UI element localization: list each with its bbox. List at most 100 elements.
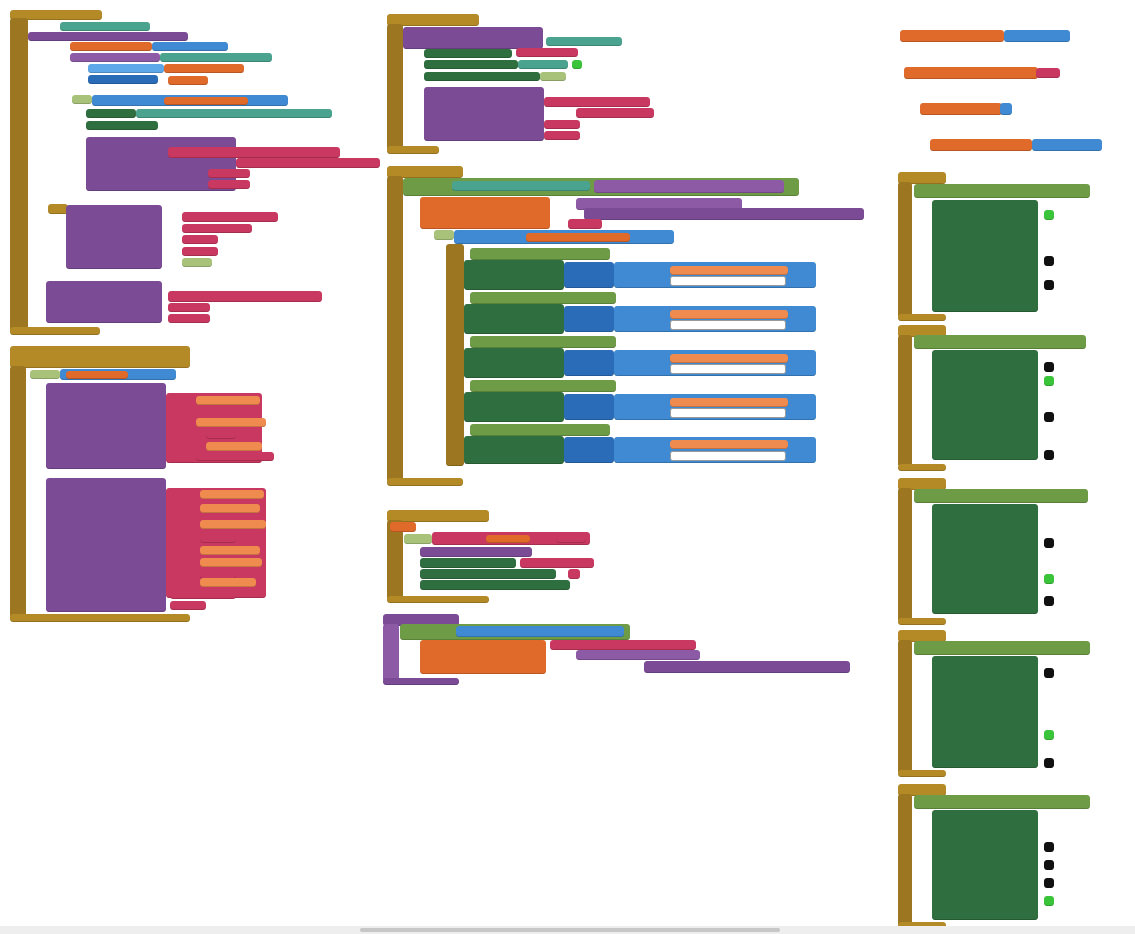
component-getter[interactable] [60,22,150,31]
component-setter[interactable] [424,60,518,69]
logic-block[interactable] [404,534,432,544]
procedure-def-header[interactable] [383,614,459,626]
event-block-header[interactable] [898,784,946,796]
color-swatch[interactable] [1044,596,1054,606]
color-swatch[interactable] [1044,878,1054,888]
variable-getter[interactable] [200,546,260,555]
logic-if-block[interactable] [914,184,1090,198]
variable-getter[interactable] [526,233,630,242]
text-input-slot[interactable] [670,320,786,330]
component-setter-stack[interactable] [932,656,1038,768]
component-setter-stack[interactable] [464,260,564,290]
text-join-block[interactable] [544,97,650,107]
math-block[interactable] [564,306,614,332]
variable-getter[interactable] [670,310,788,319]
text-input-slot[interactable] [670,408,786,418]
notifier-call-block[interactable] [46,478,166,612]
global-variable-declaration[interactable] [920,103,1002,115]
variable-getter[interactable] [200,578,256,587]
variable-getter[interactable] [164,97,248,105]
variable-setter[interactable] [420,197,550,229]
variable-getter[interactable] [486,535,530,543]
variable-setter[interactable] [420,640,546,674]
logic-true-block[interactable] [182,258,212,267]
text-block[interactable] [568,219,602,229]
variable-getter[interactable] [670,440,788,449]
event-block-header[interactable] [387,14,479,26]
math-block[interactable] [564,394,614,420]
text-block[interactable] [544,120,580,129]
procedure-call[interactable] [576,198,742,210]
component-setter-stack[interactable] [464,304,564,334]
variable-getter[interactable] [164,64,244,73]
color-swatch[interactable] [1044,860,1054,870]
component-setter-stack[interactable] [464,392,564,422]
text-block[interactable] [170,601,206,610]
scrollbar-thumb[interactable] [360,928,780,932]
math-block[interactable] [564,437,614,463]
control-else-block[interactable] [48,204,68,214]
text-block[interactable] [182,212,278,222]
color-swatch[interactable] [1044,730,1054,740]
event-block-header[interactable] [898,172,946,184]
color-swatch[interactable] [1044,412,1054,422]
variable-getter[interactable] [66,371,128,379]
logic-if-block[interactable] [914,795,1090,809]
variable-getter[interactable] [206,442,262,451]
procedure-call[interactable] [644,661,850,673]
component-getter[interactable] [136,109,332,118]
variable-block[interactable] [390,522,416,532]
color-swatch[interactable] [1044,538,1054,548]
component-setter-stack[interactable] [932,504,1038,614]
global-variable-declaration[interactable] [900,30,1004,42]
text-block[interactable] [196,452,274,461]
color-swatch[interactable] [1044,376,1054,386]
variable-getter[interactable] [670,354,788,363]
horizontal-scrollbar[interactable] [0,926,1135,934]
color-swatch[interactable] [1044,362,1054,372]
notifier-call-block[interactable] [46,383,166,469]
component-setter-stack[interactable] [932,350,1038,460]
text-block[interactable] [206,430,236,439]
color-swatch[interactable] [1044,450,1054,460]
math-block[interactable] [88,75,158,84]
variable-getter[interactable] [196,418,266,427]
component-setter[interactable] [424,72,540,81]
text-block[interactable] [182,224,252,233]
text-block[interactable] [170,590,236,599]
logic-if-block[interactable] [914,641,1090,655]
variable-getter[interactable] [200,520,266,529]
text-input-slot[interactable] [670,364,786,374]
color-swatch[interactable] [1044,896,1054,906]
variable-getter[interactable] [200,490,264,499]
text-join-block[interactable] [168,147,340,158]
logic-compare-block[interactable] [470,336,616,348]
text-block[interactable] [520,558,594,568]
logic-compare-block[interactable] [470,248,610,260]
logic-compare-block[interactable] [470,424,610,436]
component-setter[interactable] [424,49,512,58]
math-block[interactable] [152,42,228,51]
text-block[interactable] [168,303,210,312]
math-block[interactable] [564,350,614,376]
logic-block[interactable] [540,72,566,81]
procedure-call[interactable] [70,53,160,62]
component-setter[interactable] [420,569,556,579]
component-getter[interactable] [452,181,590,191]
event-block-header[interactable] [10,10,102,20]
text-block[interactable] [182,235,218,244]
variable-getter[interactable] [670,266,788,275]
text-block[interactable] [168,314,210,323]
procedure-call[interactable] [584,208,864,220]
event-block-header[interactable] [898,325,946,337]
math-block[interactable] [1004,30,1070,42]
text-block[interactable] [200,570,236,579]
procedure-call[interactable] [576,650,700,660]
procedure-call[interactable] [594,180,784,193]
logic-compare-block[interactable] [470,292,616,304]
notifier-call-block[interactable] [46,281,162,323]
color-swatch[interactable] [1044,574,1054,584]
component-getter[interactable] [518,60,568,69]
math-block[interactable] [456,626,624,637]
global-variable-declaration[interactable] [930,139,1032,151]
